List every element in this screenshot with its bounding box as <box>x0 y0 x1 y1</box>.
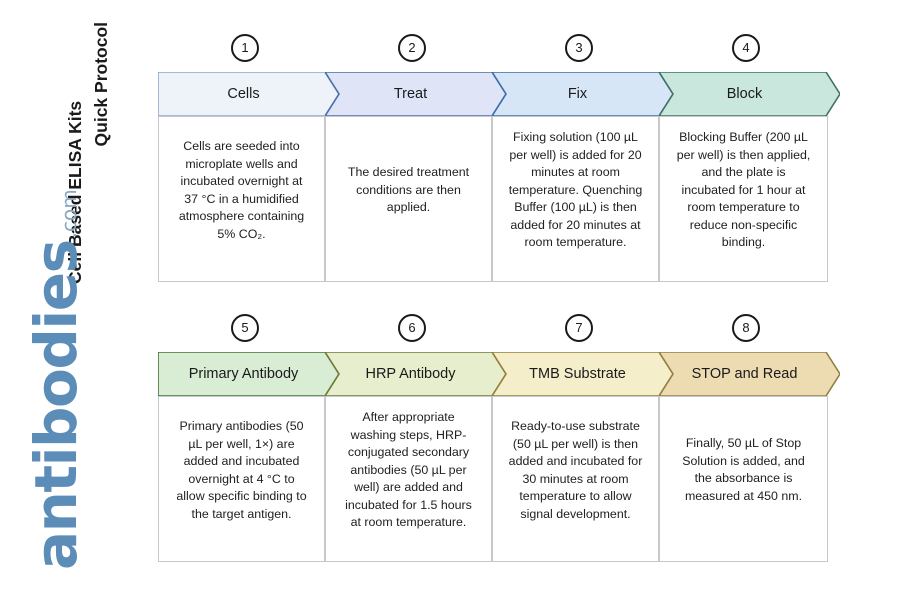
step-number-badge-1: 1 <box>231 34 259 62</box>
chevron-label-1: Cells <box>227 86 260 102</box>
step-description-box-4: Blocking Buffer (200 µL per well) is the… <box>659 116 828 282</box>
antibodies-logo: antibodies.com <box>22 189 142 578</box>
chevron-shape-4 <box>659 72 840 116</box>
chevron-shape-8 <box>659 352 840 396</box>
step-description-text-2: The desired treatment conditions are the… <box>347 165 470 214</box>
chevron-step-2[interactable]: Treat <box>325 72 506 116</box>
chevron-step-5[interactable]: Primary Antibody <box>158 352 339 396</box>
step-description-text-7: Ready-to-use substrate (50 µL per well) … <box>508 419 643 521</box>
description-boxes-row-1: Cells are seeded into microplate wells a… <box>158 116 828 282</box>
step-description-box-6: After appropriate washing steps, HRP-con… <box>325 396 492 562</box>
step-description-box-5: Primary antibodies (50 µL per well, 1×) … <box>158 396 325 562</box>
step-description-text-1: Cells are seeded into microplate wells a… <box>178 139 305 241</box>
chevron-bar-row-1: Cells Treat Fix Block <box>158 72 842 116</box>
chevron-step-3[interactable]: Fix <box>492 72 673 116</box>
chevron-step-1[interactable]: Cells <box>158 72 339 116</box>
chevron-bar-row-2: Primary Antibody HRP Antibody TMB Substrat… <box>158 352 842 396</box>
step-description-box-8: Finally, 50 µL of Stop Solution is added… <box>659 396 828 562</box>
chevron-label-7: TMB Substrate <box>529 366 626 382</box>
logo-tld: .com <box>57 189 81 239</box>
chevron-shape-3 <box>492 72 673 116</box>
chevron-step-4[interactable]: Block <box>659 72 840 116</box>
step-description-text-6: After appropriate washing steps, HRP-con… <box>345 410 472 529</box>
step-badges-row-1: 1 2 3 4 <box>158 32 828 72</box>
chevron-label-2: Treat <box>393 86 428 102</box>
protocol-row-2: 5 6 7 8 Primary Antibody HRP Antibody TMB Sub… <box>158 312 842 562</box>
chevron-step-6[interactable]: HRP Antibody <box>325 352 506 396</box>
step-description-text-3: Fixing solution (100 µL per well) is add… <box>508 130 643 249</box>
page-title-line-2: Quick Protocol <box>91 22 111 147</box>
step-description-text-8: Finally, 50 µL of Stop Solution is added… <box>682 436 805 503</box>
logo-wordmark: antibodies <box>22 240 90 570</box>
step-description-box-1: Cells are seeded into microplate wells a… <box>158 116 325 282</box>
chevron-label-3: Fix <box>567 86 588 102</box>
chevron-shape-7 <box>492 352 673 396</box>
step-number-badge-3: 3 <box>565 34 593 62</box>
step-description-box-3: Fixing solution (100 µL per well) is add… <box>492 116 659 282</box>
step-number-badge-6: 6 <box>398 314 426 342</box>
step-description-box-7: Ready-to-use substrate (50 µL per well) … <box>492 396 659 562</box>
chevron-label-4: Block <box>726 86 763 102</box>
chevron-step-8[interactable]: STOP and Read <box>659 352 840 396</box>
protocol-row-1: 1 2 3 4 Cells Treat Fix Block Cells are seeded… <box>158 32 842 282</box>
step-description-text-4: Blocking Buffer (200 µL per well) is the… <box>676 130 811 249</box>
description-boxes-row-2: Primary antibodies (50 µL per well, 1×) … <box>158 396 828 562</box>
chevron-step-7[interactable]: TMB Substrate <box>492 352 673 396</box>
chevron-label-6: HRP Antibody <box>365 366 456 382</box>
step-number-badge-4: 4 <box>732 34 760 62</box>
step-description-box-2: The desired treatment conditions are the… <box>325 116 492 282</box>
step-badges-row-2: 5 6 7 8 <box>158 312 828 352</box>
chevron-shape-6 <box>325 352 506 396</box>
chevron-label-5: Primary Antibody <box>188 366 299 382</box>
step-number-badge-2: 2 <box>398 34 426 62</box>
step-description-text-5: Primary antibodies (50 µL per well, 1×) … <box>176 419 307 521</box>
chevron-shape-2 <box>325 72 506 116</box>
step-number-badge-8: 8 <box>732 314 760 342</box>
chevron-label-8: STOP and Read <box>691 366 798 382</box>
step-number-badge-7: 7 <box>565 314 593 342</box>
step-number-badge-5: 5 <box>231 314 259 342</box>
